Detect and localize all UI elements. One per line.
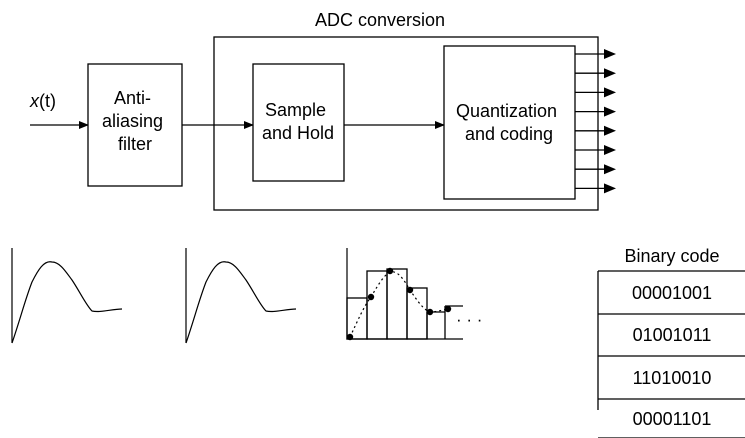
waveform-sampled: · · · [346,248,482,341]
output-bit-arrowhead [604,106,616,117]
waveform-filtered [185,248,297,344]
binary-code-title: Binary code [624,246,719,266]
output-bit-arrowhead [604,49,616,59]
quantization-label: Quantization and coding [456,101,562,144]
waveform-continuation-dots: · · · [456,310,482,329]
output-bit-arrowhead [604,87,616,98]
sample-hold-label: Sample and Hold [262,100,334,143]
binary-row: 01001011 [633,325,712,345]
filter-label: Anti- aliasing filter [102,88,168,154]
output-bit-arrowhead [604,68,616,79]
sample-and-hold-block [252,63,345,182]
waveform-analog [11,248,123,344]
binary-row: 11010010 [633,368,712,388]
output-bit-arrows [575,49,616,194]
input-signal-label: x(t) [29,91,56,111]
binary-row: 00001001 [632,283,712,303]
binary-row: 00001101 [633,409,712,429]
output-bit-arrowhead [604,183,616,194]
quantization-coding-block [443,45,576,200]
output-bit-arrowhead [604,125,616,136]
binary-code-table: 00001001 01001011 11010010 00001101 [597,270,745,438]
output-bit-arrowhead [604,145,616,155]
adc-conversion-label: ADC conversion [315,10,445,30]
anti-aliasing-filter-block [87,63,183,187]
output-bit-arrowhead [604,164,616,175]
